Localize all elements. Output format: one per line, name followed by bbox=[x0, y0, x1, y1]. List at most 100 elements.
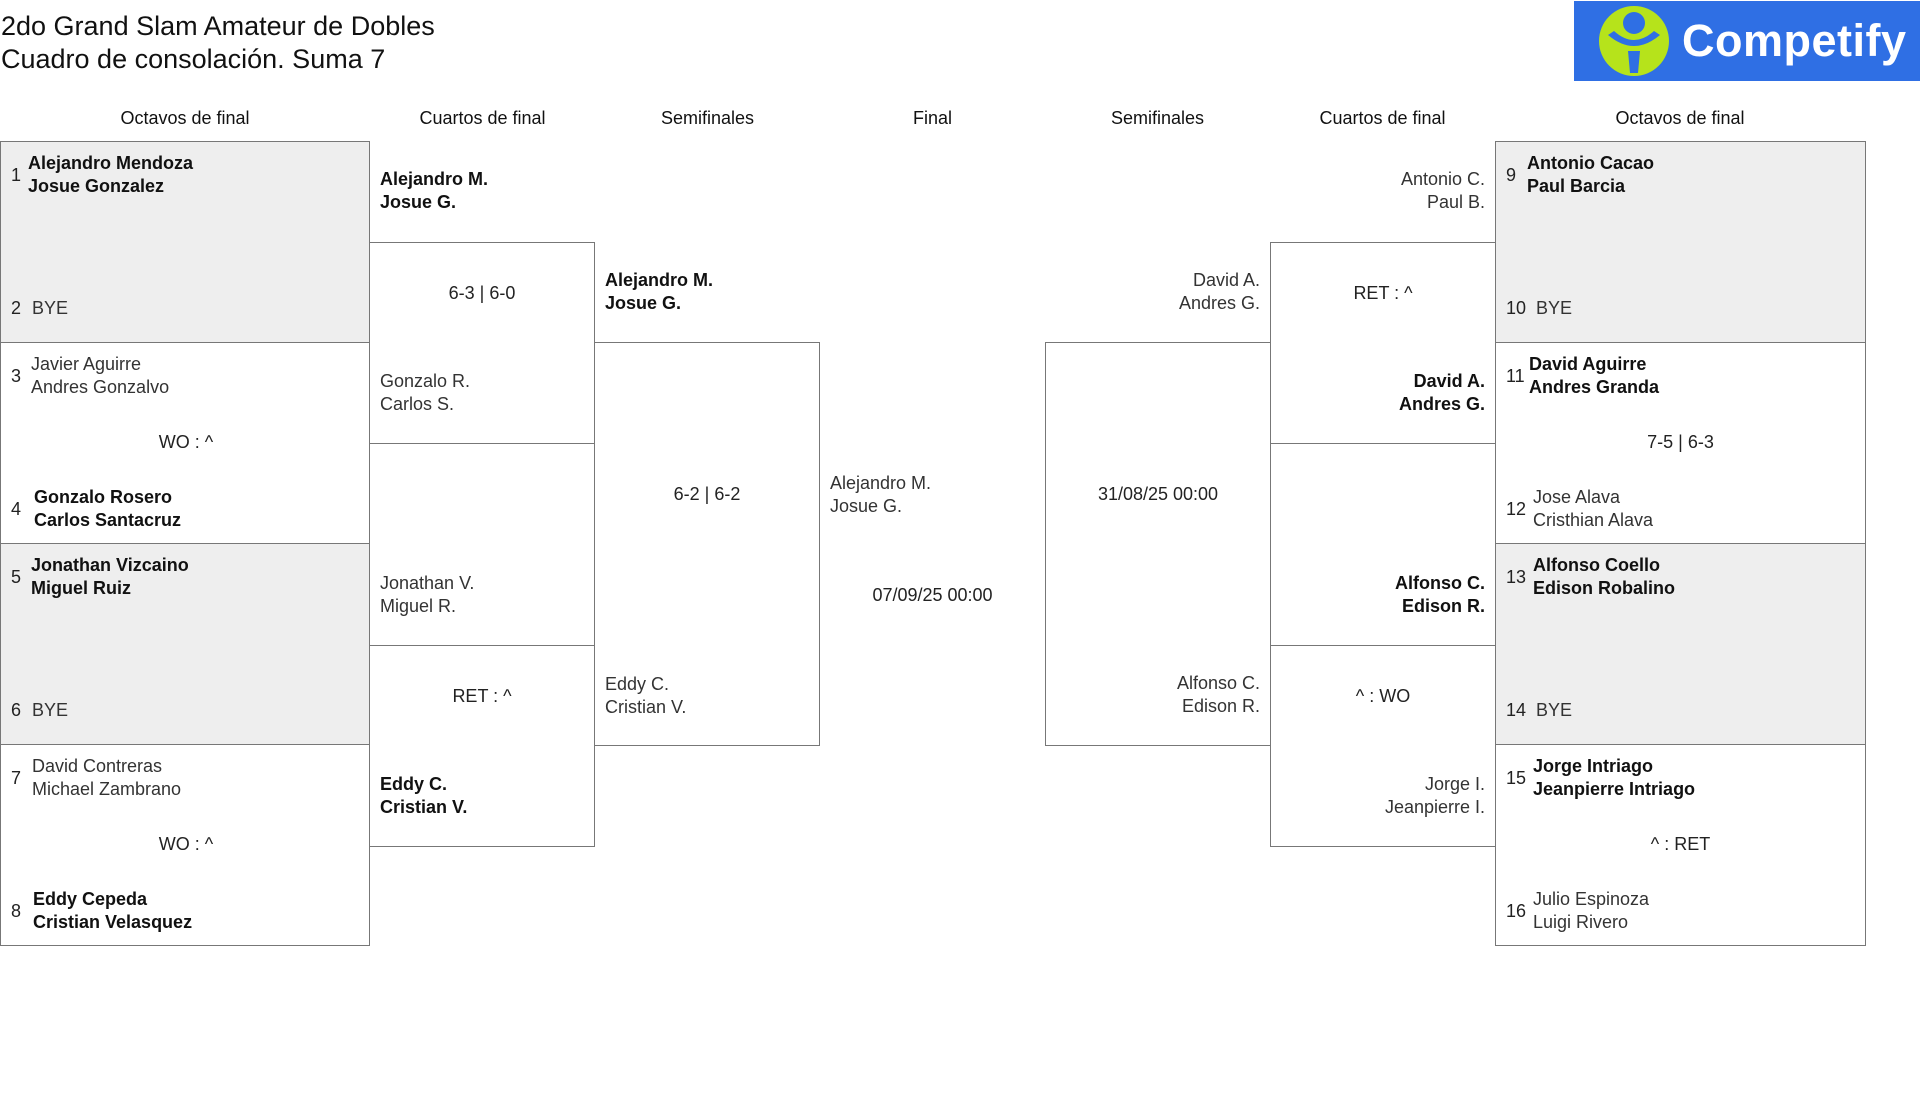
round-header-right-r16: Octavos de final bbox=[1615, 108, 1745, 128]
player-name: Josue G. bbox=[830, 496, 903, 516]
team-r-qf-2-top: Alfonso C. Edison R. bbox=[1270, 572, 1485, 618]
team-r-sf-bottom: Alfonso C. Edison R. bbox=[1045, 672, 1260, 718]
player-name: Edison R. bbox=[1401, 596, 1485, 616]
match-card-l-r16-2[interactable]: 3 Javier Aguirre Andres Gonzalvo WO : ^ … bbox=[0, 342, 370, 544]
player-name: Luigi Rivero bbox=[1533, 912, 1629, 932]
team-top: Antonio Cacao Paul Barcia bbox=[1527, 152, 1654, 198]
player-name: BYE bbox=[1536, 700, 1573, 720]
match-score: 6-3 | 6-0 bbox=[448, 283, 516, 303]
match-card-r-sf[interactable]: 31/08/25 00:00 bbox=[1045, 342, 1271, 746]
team-top: David Aguirre Andres Granda bbox=[1529, 353, 1659, 399]
player-name: Carlos Santacruz bbox=[34, 510, 182, 530]
match-card-l-r16-1[interactable]: 1 Alejandro Mendoza Josue Gonzalez 2 BYE bbox=[0, 141, 370, 343]
player-name: BYE bbox=[32, 298, 69, 318]
player-name: Gonzalo R. bbox=[380, 371, 471, 391]
team-bottom: Jorge I. Jeanpierre I. bbox=[1271, 773, 1485, 819]
team-bottom: BYE bbox=[32, 297, 68, 320]
page-title: 2do Grand Slam Amateur de Dobles Cuadro … bbox=[1, 10, 435, 76]
player-name: Cristian Velasquez bbox=[33, 912, 193, 932]
player-name: Edison Robalino bbox=[1533, 578, 1675, 598]
match-score: 7-5 | 6-3 bbox=[1647, 432, 1714, 452]
seed-number: 9 bbox=[1506, 165, 1517, 185]
match-card-l-qf-1[interactable]: 6-3 | 6-0 Gonzalo R. Carlos S. bbox=[369, 242, 595, 444]
match-score: WO : ^ bbox=[158, 432, 214, 452]
round-header-right-qf: Cuartos de final bbox=[1319, 108, 1446, 128]
seed-number: 3 bbox=[11, 366, 22, 386]
player-name: Jonathan Vizcaino bbox=[31, 555, 189, 575]
seed-number: 13 bbox=[1506, 567, 1527, 587]
player-name: Paul B. bbox=[1426, 192, 1485, 212]
team-bottom: David A. Andres G. bbox=[1271, 370, 1485, 416]
player-name: David A. bbox=[1413, 371, 1485, 391]
match-card-r-r16-2[interactable]: 11 David Aguirre Andres Granda 7-5 | 6-3… bbox=[1495, 342, 1866, 544]
team-bottom: Eddy Cepeda Cristian Velasquez bbox=[33, 888, 192, 934]
player-name: Andres Granda bbox=[1529, 377, 1660, 397]
round-header-left-qf: Cuartos de final bbox=[419, 108, 546, 128]
team-l-qf-2-top: Jonathan V. Miguel R. bbox=[380, 572, 474, 618]
seed-number: 5 bbox=[11, 567, 22, 587]
seed-number: 2 bbox=[11, 298, 22, 318]
player-name: Alfonso C. bbox=[1176, 673, 1260, 693]
team-top: Alejandro Mendoza Josue Gonzalez bbox=[28, 152, 193, 198]
seed-number: 12 bbox=[1506, 499, 1527, 519]
player-name: Eddy Cepeda bbox=[33, 889, 148, 909]
match-score: RET : ^ bbox=[452, 686, 512, 706]
brand-name: Competify bbox=[1682, 15, 1907, 66]
player-name: BYE bbox=[1536, 298, 1573, 318]
player-name: Jose Alava bbox=[1533, 487, 1621, 507]
match-card-l-r16-4[interactable]: 7 David Contreras Michael Zambrano WO : … bbox=[0, 744, 370, 946]
match-card-l-r16-3[interactable]: 5 Jonathan Vizcaino Miguel Ruiz 6 BYE bbox=[0, 543, 370, 745]
seed-number: 15 bbox=[1506, 768, 1527, 788]
player-name: Cristhian Alava bbox=[1533, 510, 1654, 530]
player-name: David A. bbox=[1192, 270, 1260, 290]
player-name: Edison R. bbox=[1181, 696, 1260, 716]
match-card-r-qf-2[interactable]: ^ : WO Jorge I. Jeanpierre I. bbox=[1270, 645, 1496, 847]
seed-number: 10 bbox=[1506, 298, 1527, 318]
player-name: Eddy C. bbox=[380, 774, 448, 794]
team-l-qf-1-top: Alejandro M. Josue G. bbox=[380, 168, 488, 214]
match-date: 31/08/25 00:00 bbox=[1097, 484, 1219, 504]
match-card-l-qf-2[interactable]: RET : ^ Eddy C. Cristian V. bbox=[369, 645, 595, 847]
seed-number: 6 bbox=[11, 700, 22, 720]
round-header-left-r16: Octavos de final bbox=[120, 108, 250, 128]
player-name: Alfonso Coello bbox=[1533, 555, 1660, 575]
player-name: David Aguirre bbox=[1529, 354, 1647, 374]
match-card-r-r16-4[interactable]: 15 Jorge Intriago Jeanpierre Intriago ^ … bbox=[1495, 744, 1866, 946]
player-name: Jeanpierre Intriago bbox=[1533, 779, 1696, 799]
match-score: RET : ^ bbox=[1353, 283, 1413, 303]
round-header-final: Final bbox=[912, 108, 952, 128]
match-card-r-r16-3[interactable]: 13 Alfonso Coello Edison Robalino 14 BYE bbox=[1495, 543, 1866, 745]
final-date: 07/09/25 00:00 bbox=[872, 585, 993, 605]
seed-number: 16 bbox=[1506, 901, 1527, 921]
team-bottom: BYE bbox=[1536, 297, 1572, 320]
team-bottom: Jose Alava Cristhian Alava bbox=[1533, 486, 1653, 532]
player-name: Gonzalo Rosero bbox=[34, 487, 173, 507]
player-name: Antonio C. bbox=[1400, 169, 1485, 189]
match-card-l-sf[interactable]: 6-2 | 6-2 Eddy C. Cristian V. bbox=[594, 342, 820, 746]
team-r-qf-1-top: Antonio C. Paul B. bbox=[1270, 168, 1485, 214]
team-l-sf-top: Alejandro M. Josue G. bbox=[605, 269, 713, 315]
player-name: Josue Gonzalez bbox=[28, 176, 165, 196]
player-name: Alejandro M. bbox=[605, 270, 714, 290]
team-bottom: Eddy C. Cristian V. bbox=[605, 673, 686, 719]
team-bottom: BYE bbox=[32, 699, 68, 722]
team-top: Javier Aguirre Andres Gonzalvo bbox=[31, 353, 169, 399]
competify-logo[interactable]: Competify bbox=[1574, 1, 1920, 81]
match-score: WO : ^ bbox=[158, 834, 214, 854]
match-card-r-qf-1[interactable]: RET : ^ David A. Andres G. bbox=[1270, 242, 1496, 444]
player-name: Alfonso C. bbox=[1395, 573, 1485, 593]
team-r-sf-top: David A. Andres G. bbox=[1045, 269, 1260, 315]
team-bottom: Gonzalo R. Carlos S. bbox=[380, 370, 470, 416]
seed-number: 14 bbox=[1506, 700, 1527, 720]
seed-number: 11 bbox=[1506, 366, 1525, 386]
player-name: Paul Barcia bbox=[1527, 176, 1626, 196]
match-score: ^ : RET bbox=[1650, 834, 1711, 854]
player-name: Javier Aguirre bbox=[31, 354, 142, 374]
round-header-right-sf: Semifinales bbox=[1110, 108, 1205, 128]
team-top: Alfonso Coello Edison Robalino bbox=[1533, 554, 1675, 600]
player-name: Josue G. bbox=[605, 293, 682, 313]
round-header-left-sf: Semifinales bbox=[660, 108, 755, 128]
seed-number: 1 bbox=[11, 165, 22, 185]
player-name: Carlos S. bbox=[380, 394, 455, 414]
match-card-r-r16-1[interactable]: 9 Antonio Cacao Paul Barcia 10 BYE bbox=[1495, 141, 1866, 343]
